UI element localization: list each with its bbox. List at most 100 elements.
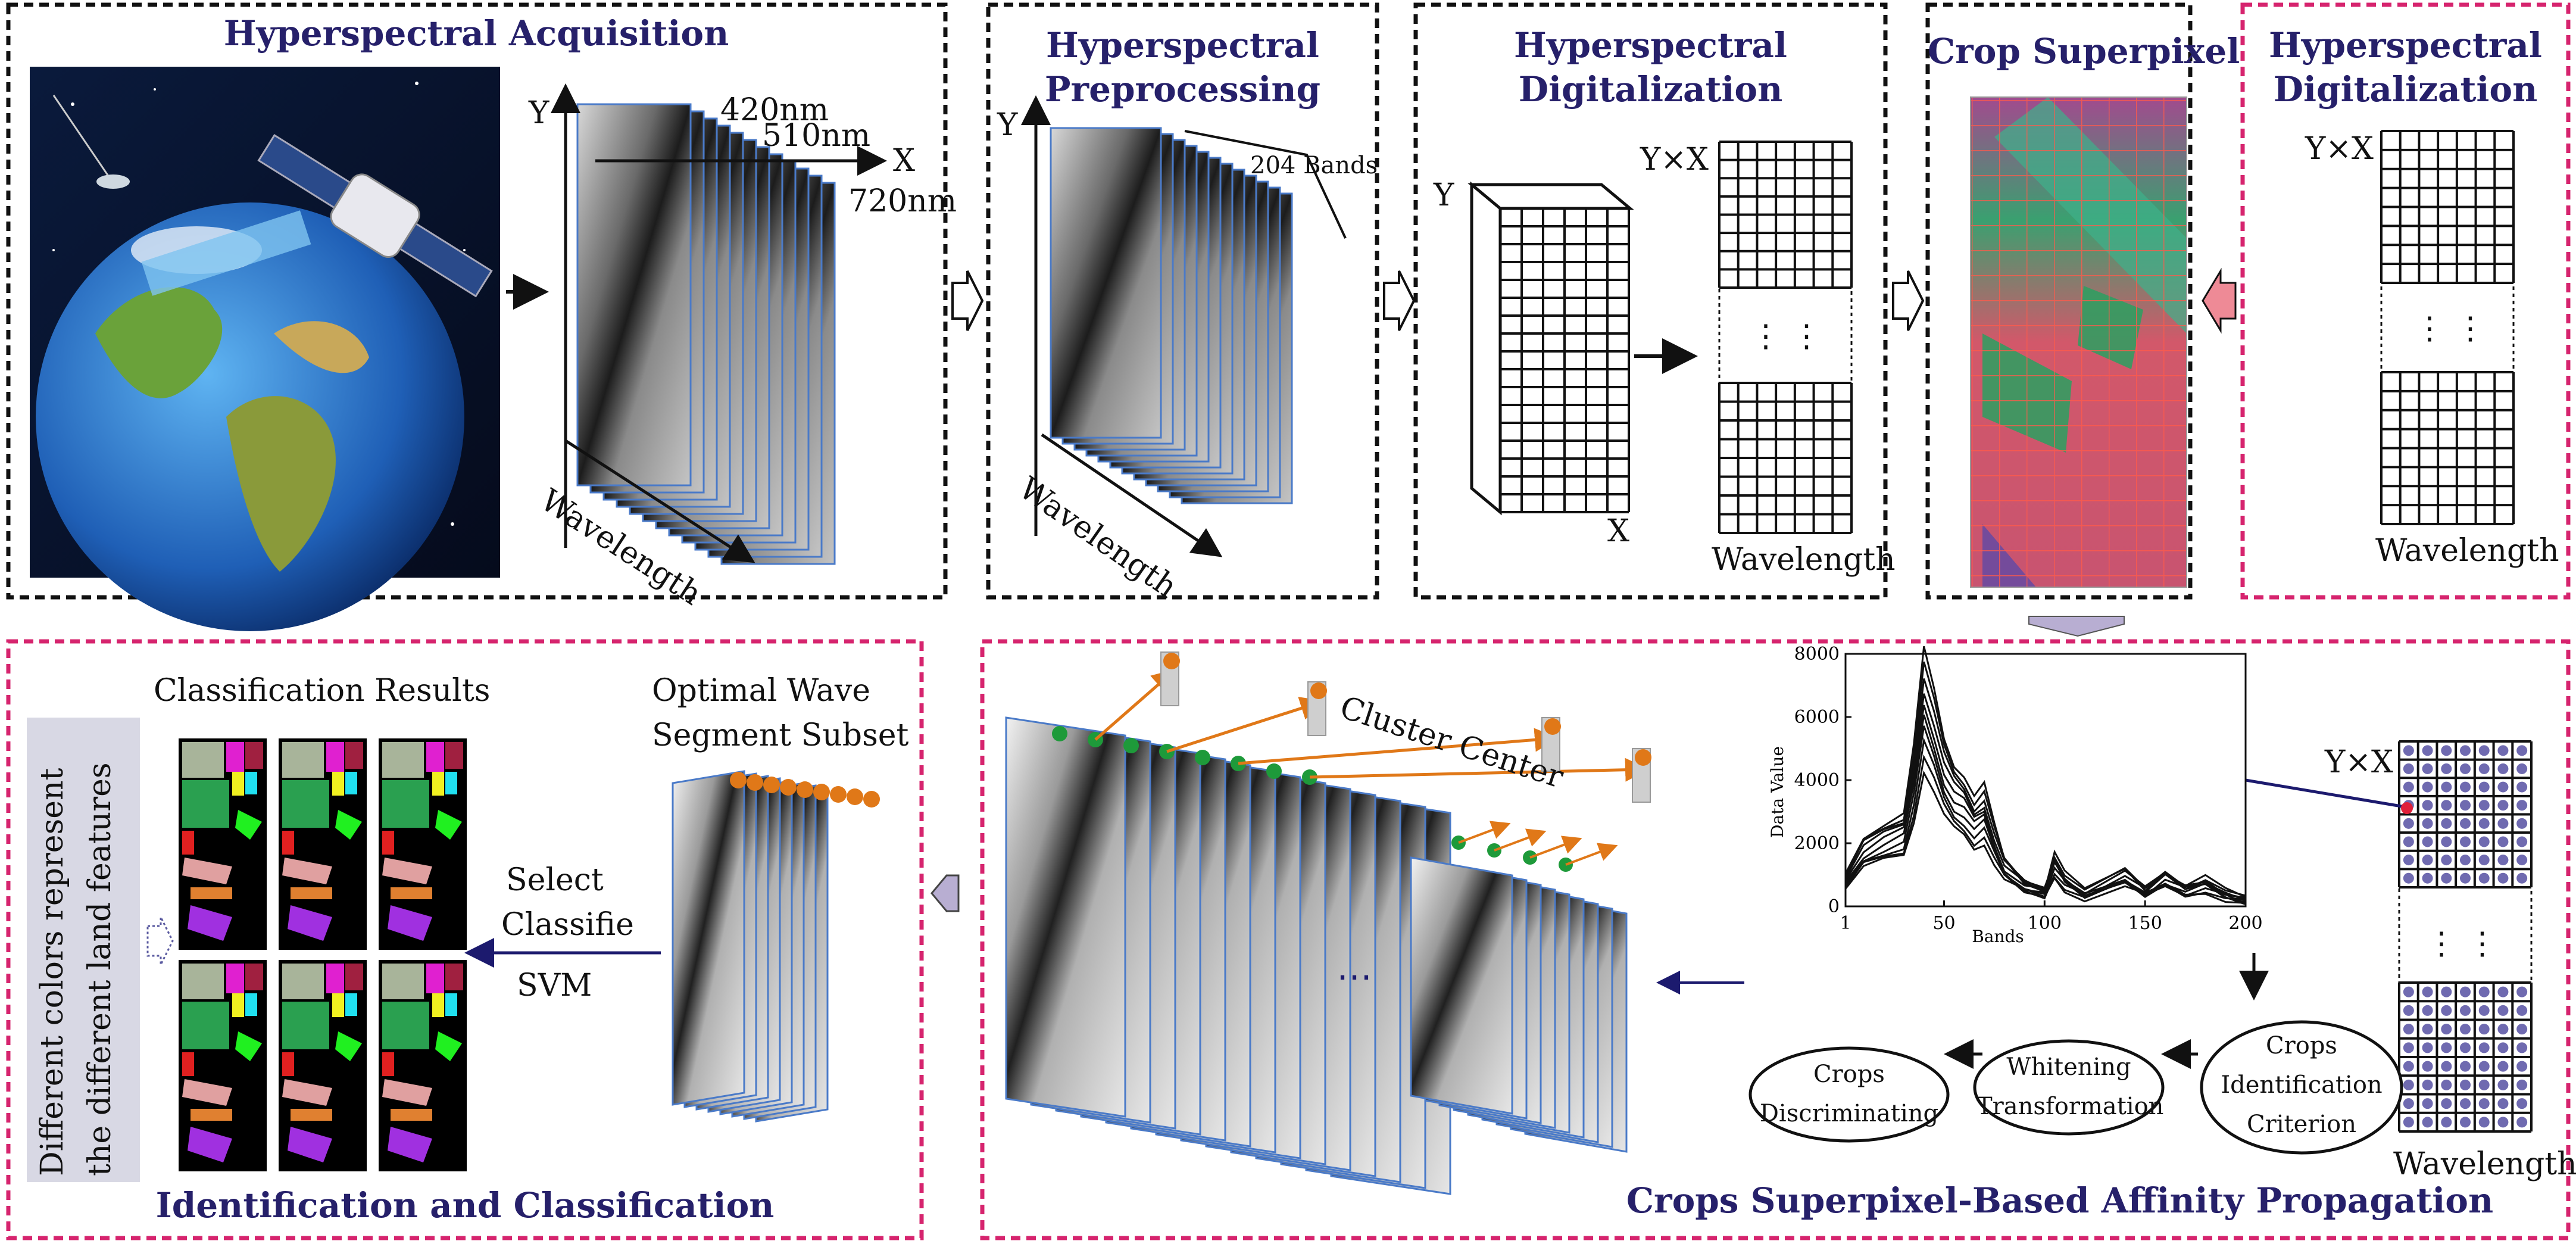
- region: [426, 964, 444, 993]
- pixel-dot: [2422, 1098, 2433, 1109]
- pixel-dot: [2460, 818, 2471, 829]
- pixel-dot: [2403, 1098, 2414, 1109]
- subset-label-1: Optimal Wave: [652, 673, 870, 709]
- pixel-dot: [2497, 872, 2509, 884]
- pre-y-label: Y: [997, 107, 1018, 143]
- region: [282, 742, 324, 778]
- digitalization2-title-2: Digitalization: [2273, 69, 2538, 110]
- pixel-dot: [2516, 781, 2528, 793]
- pixel-dot: [2441, 781, 2452, 793]
- criterion-line-1: Crops: [2266, 1032, 2337, 1059]
- lavender-arrow-down: [2028, 616, 2125, 637]
- region: [182, 780, 229, 828]
- chart-frame: [1844, 653, 2247, 908]
- pixel-dot: [2460, 1079, 2471, 1090]
- pixel-dot: [2460, 1024, 2471, 1035]
- digitalization2-title-1: Hyperspectral: [2269, 25, 2542, 66]
- pixel-dot: [2422, 1024, 2433, 1035]
- pixel-dot: [2478, 1079, 2490, 1090]
- pixel-dot: [2441, 1061, 2452, 1072]
- region: [291, 1109, 332, 1121]
- pixel-dot: [2460, 836, 2471, 847]
- superpixel-title: Crop Superpixel: [1928, 31, 2240, 71]
- pixel-dot: [2422, 818, 2433, 829]
- acq-axis-wavelength: [564, 439, 755, 563]
- pixel-dot: [2478, 1061, 2490, 1072]
- criterion-line-2: Identification: [2221, 1071, 2383, 1099]
- pixel-dot: [2460, 1061, 2471, 1072]
- pixel-dot: [2478, 872, 2490, 884]
- pixel-dot: [2497, 800, 2509, 811]
- region: [426, 742, 444, 772]
- region: [282, 1079, 332, 1106]
- pixel-dot: [2422, 1117, 2433, 1128]
- region: [182, 858, 232, 884]
- digit2-matrix: [2380, 130, 2515, 525]
- pixel-dot: [2497, 1005, 2509, 1016]
- affinity-dot-matrix: [2398, 740, 2533, 1133]
- pixel-dot: [2516, 872, 2528, 884]
- pixel-dot: [2497, 781, 2509, 793]
- pixel-dot: [2516, 1061, 2528, 1072]
- pixel-dot: [2403, 1005, 2414, 1016]
- region: [288, 905, 332, 941]
- green-dot: [1123, 738, 1139, 753]
- y-axis-label: Data Value: [1768, 746, 1787, 838]
- matrix-c-wavelength: Wavelength: [2393, 1146, 2576, 1182]
- note-dotted-arrow: [146, 916, 174, 965]
- cluster-arrow: [1238, 728, 1559, 765]
- pixel-dot: [2478, 1042, 2490, 1053]
- region: [282, 964, 324, 999]
- acq-band-720: 720nm: [848, 183, 957, 219]
- region: [432, 993, 444, 1017]
- superpixel-panel: [1925, 2, 2193, 600]
- cluster-band-slab: [1005, 716, 1126, 1118]
- region: [245, 742, 263, 769]
- pixel-dot: [2516, 800, 2528, 811]
- pixel-dot: [2441, 1098, 2452, 1109]
- region: [391, 1109, 432, 1121]
- pixel-dot: [2478, 1098, 2490, 1109]
- region: [445, 742, 463, 769]
- pixel-dot: [2422, 855, 2433, 866]
- region: [232, 772, 244, 796]
- pixel-dot: [2478, 800, 2490, 811]
- region: [232, 993, 244, 1017]
- pixel-dot: [2441, 1117, 2452, 1128]
- hollow-arrow-3: [1892, 270, 1925, 331]
- region: [188, 905, 232, 941]
- pixel-dot: [2497, 818, 2509, 829]
- whitening-line-2: Transformation: [1977, 1093, 2164, 1120]
- region: [226, 742, 244, 772]
- x-tick-label: 1: [1840, 913, 1851, 934]
- pink-arrow-left: [2202, 267, 2237, 334]
- pixel-dot: [2478, 1024, 2490, 1035]
- identification-title: Identification and Classification: [155, 1185, 775, 1226]
- region: [382, 1052, 394, 1076]
- pixel-dot: [2403, 1024, 2414, 1035]
- matrix-a-ellipsis: ⋮ ⋮: [1750, 319, 1822, 354]
- pixel-dot: [2460, 745, 2471, 756]
- region: [335, 810, 362, 840]
- pixel-dot: [2403, 1061, 2414, 1072]
- pixel-dot: [2460, 1098, 2471, 1109]
- pixel-dot: [2516, 1042, 2528, 1053]
- whitening-line-1: Whitening: [2006, 1053, 2131, 1081]
- matrix-a-wavelength: Wavelength: [1712, 542, 1896, 578]
- region: [326, 964, 344, 993]
- lavender-arrow-left: [931, 874, 960, 912]
- green-dot: [1195, 750, 1210, 765]
- subset-dot: [763, 777, 780, 793]
- orange-dot: [1544, 718, 1561, 735]
- region: [235, 1031, 262, 1061]
- region: [291, 887, 332, 899]
- pixel-dot: [2422, 872, 2433, 884]
- pixel-dot: [2403, 986, 2414, 997]
- y-tick-label: 6000: [1794, 707, 1840, 728]
- region: [245, 772, 257, 794]
- region: [245, 964, 263, 990]
- preprocessing-cube-stack: [1050, 127, 1293, 504]
- matrix-b-wavelength: Wavelength: [2375, 533, 2559, 569]
